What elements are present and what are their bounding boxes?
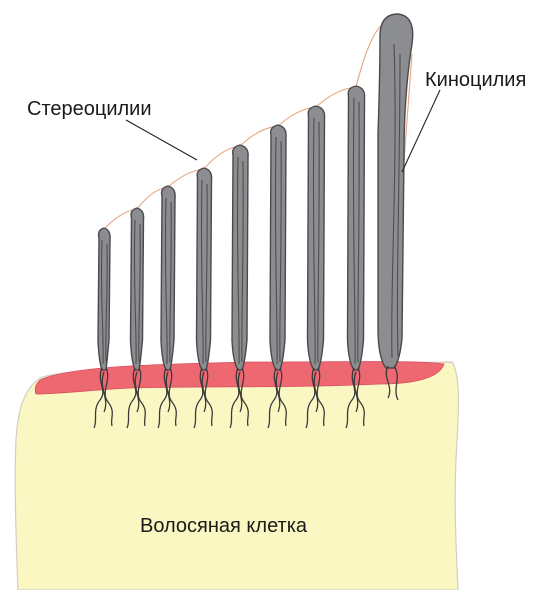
kinocilium-label: Киноцилия [425,69,526,91]
stereocilia-leader-line [126,120,197,160]
stereocilium [131,208,144,370]
stereocilia-label: Стереоцилии [27,98,152,120]
stereocilium [197,168,212,370]
stereocilium [232,145,248,370]
stereocilium [98,228,110,370]
tip-links [100,22,412,233]
cilia-bundle [98,14,413,370]
kinocilium [378,14,413,368]
kinocilium-leader-line [402,90,440,172]
stereocilium [348,86,365,370]
stereocilium [308,106,325,370]
stereocilium [161,186,175,370]
stereocilium [270,125,286,370]
hair-cell-label: Волосяная клетка [140,515,308,537]
hair-cell-body [15,362,458,590]
